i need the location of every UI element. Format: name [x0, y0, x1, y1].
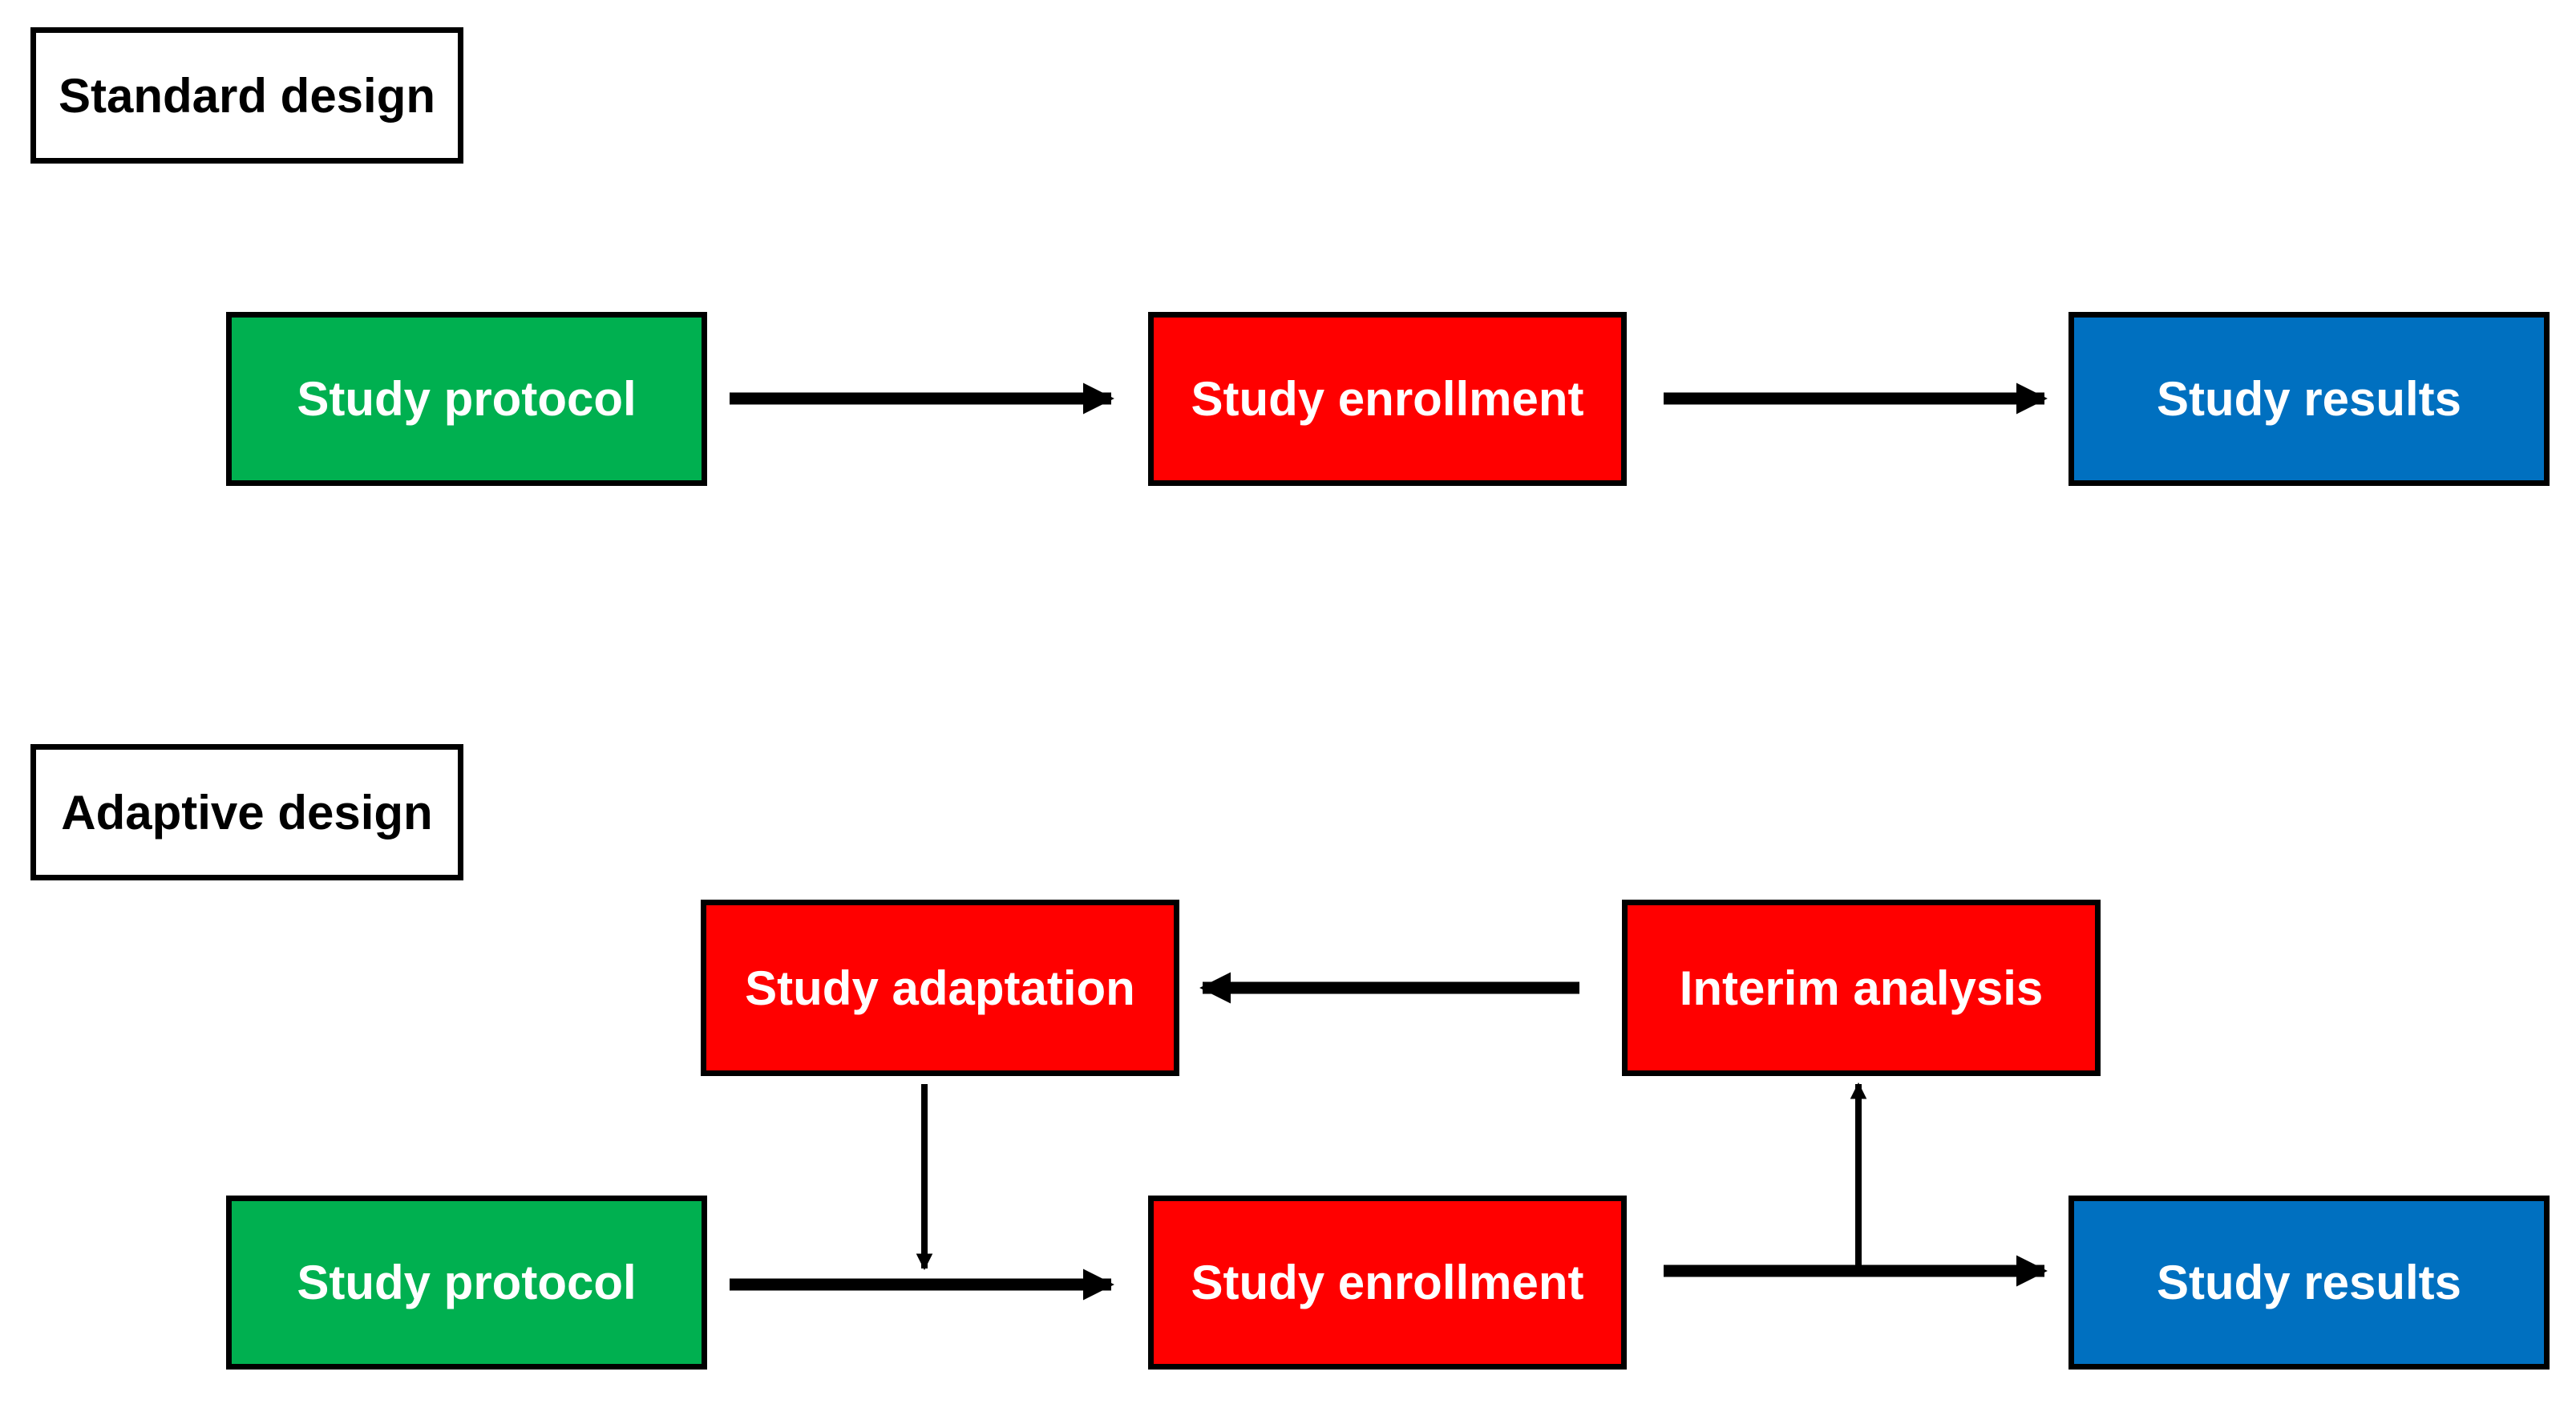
adaptive-study-adaptation-box: Study adaptation	[701, 900, 1179, 1076]
adaptive-interim-analysis-box: Interim analysis	[1622, 900, 2101, 1076]
standard-study-enrollment-box: Study enrollment	[1148, 312, 1627, 486]
standard-study-enrollment-text: Study enrollment	[1191, 372, 1584, 426]
standard-study-protocol-box: Study protocol	[226, 312, 707, 486]
adaptive-study-adaptation-text: Study adaptation	[745, 961, 1135, 1015]
adaptive-interim-analysis-text: Interim analysis	[1679, 961, 2044, 1015]
adaptive-design-label: Adaptive design	[30, 744, 463, 880]
standard-study-protocol-text: Study protocol	[297, 372, 637, 426]
adaptive-study-enrollment-text: Study enrollment	[1191, 1256, 1584, 1309]
adaptive-study-protocol-text: Study protocol	[297, 1256, 637, 1309]
adaptive-study-results-box: Study results	[2068, 1196, 2550, 1370]
adaptive-design-label-text: Adaptive design	[61, 785, 433, 840]
standard-design-label: Standard design	[30, 27, 463, 164]
standard-study-results-text: Study results	[2156, 372, 2462, 426]
standard-study-results-box: Study results	[2068, 312, 2550, 486]
adaptive-study-enrollment-box: Study enrollment	[1148, 1196, 1627, 1370]
standard-design-label-text: Standard design	[58, 68, 436, 123]
adaptive-study-results-text: Study results	[2156, 1256, 2462, 1309]
adaptive-study-protocol-box: Study protocol	[226, 1196, 707, 1370]
